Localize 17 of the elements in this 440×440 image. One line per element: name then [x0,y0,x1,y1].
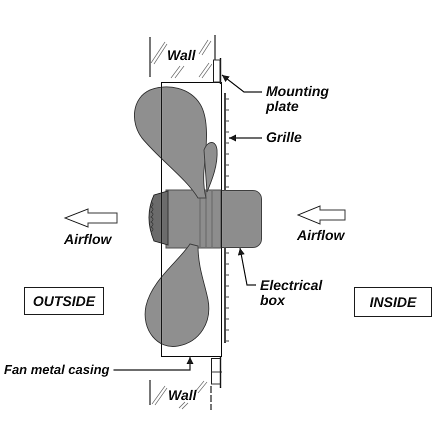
mounting-plate [212,58,222,84]
leader-line [113,357,194,371]
airflow-label: Airflow [297,228,344,243]
callout-label: Fan metal casing [4,362,114,377]
leader-line [229,134,262,142]
callout-label: Mounting plate [262,84,336,114]
electrical-box [222,190,262,248]
wall-label: Wall [168,388,197,403]
region-label-box: INSIDE [354,287,432,317]
airflow-label: Airflow [64,232,112,247]
leader-line [222,74,262,93]
region-label-box: OUTSIDE [24,287,104,315]
wall-label: Wall [167,48,196,63]
leader-line [238,248,256,286]
callout-label: Grille [262,130,316,145]
callout-label: Electrical box [256,278,338,308]
fan-casing [161,82,222,357]
